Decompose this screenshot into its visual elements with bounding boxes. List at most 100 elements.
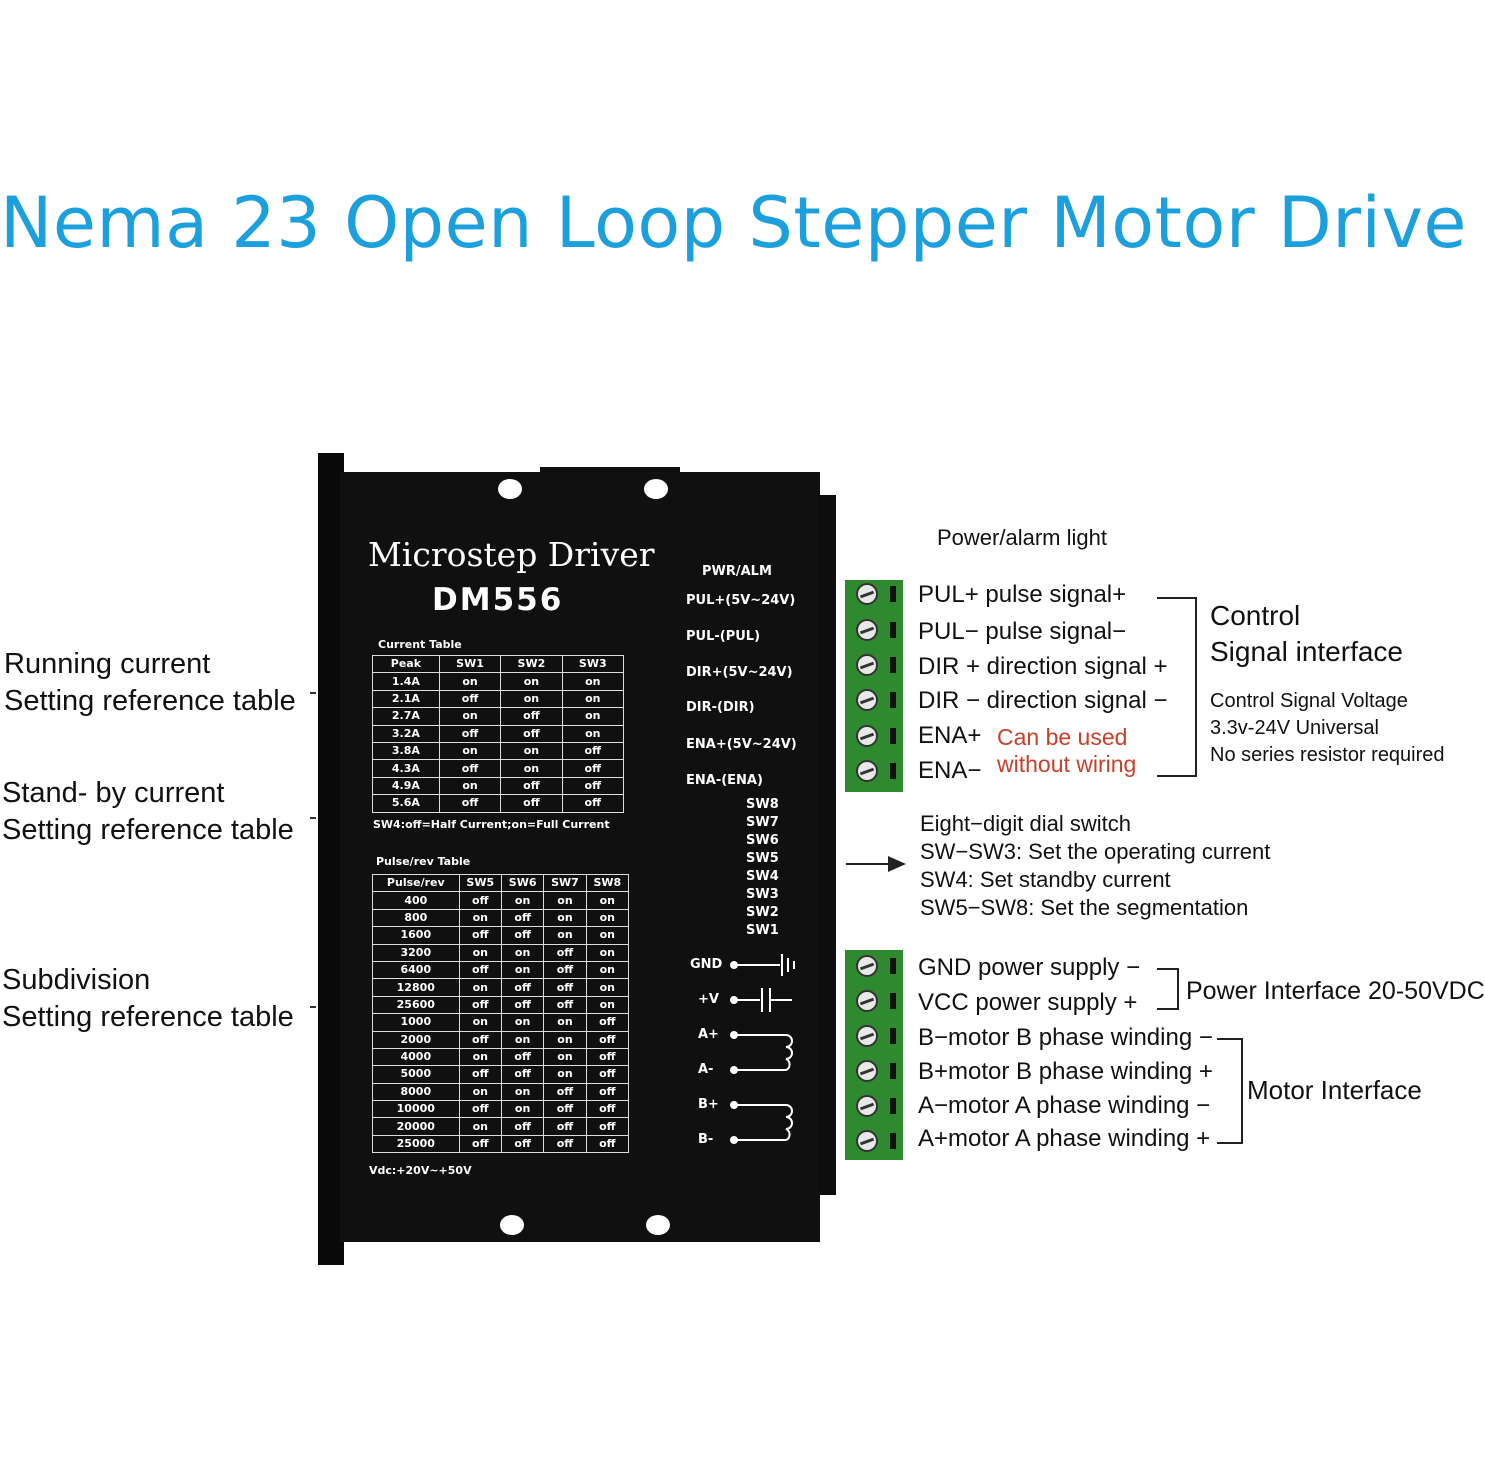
terminal-slot [890,622,896,638]
terminal-screw-icon [856,619,878,641]
table-cell: off [561,776,625,796]
table-cell: off [458,1100,502,1119]
table-cell: 5000 [372,1065,460,1084]
running-current-pointer [310,692,316,694]
ena-plus-label: ENA+ [918,722,982,749]
table-cell: 400 [372,891,460,910]
mount-hole-top-right [644,479,668,499]
table-cell: off [543,1100,587,1119]
table-cell: on [561,672,625,691]
table-cell: off [458,1030,502,1049]
table-cell: on [543,1065,587,1084]
switch-sw1: SW1 [746,923,779,938]
pin-pul-minus: PUL-(PUL) [686,629,761,644]
table-cell: on [500,1030,545,1049]
terminal-slot [890,728,896,744]
table-cell: on [585,908,630,928]
pin-a-minus: A- [698,1062,714,1077]
arrow-head [888,856,906,872]
table-cell: off [585,1013,630,1032]
table-cell: 1.4A [372,672,440,691]
table-cell: 1000 [372,1013,460,1032]
table-cell: on [543,891,587,910]
pulse_table-header: SW8 [585,873,630,893]
pul-minus-label: PUL− pulse signal− [918,618,1127,645]
mount-hole-bottom-right [646,1215,670,1235]
coil-b-icon [734,1104,793,1141]
terminal-slot [890,1098,896,1114]
table-cell: off [500,707,563,726]
power-motor-terminal-block [845,950,903,1160]
table-cell: off [543,1134,587,1154]
table-cell: on [500,1100,545,1119]
table-cell: off [585,1117,630,1136]
table-cell: off [500,995,545,1015]
pin-b-minus: B- [698,1132,714,1147]
table-cell: off [458,926,502,945]
table-cell: off [561,759,625,778]
table-cell: on [543,1047,587,1067]
pin-dir-minus: DIR-(DIR) [686,700,755,715]
model-label: DM556 [432,582,564,618]
terminal-screw-icon [856,955,878,977]
table-cell: on [585,943,630,962]
table-cell: on [500,1013,545,1032]
terminal-screw-icon [856,583,878,605]
pin-gnd: GND [690,957,723,972]
table-cell: on [458,1013,502,1032]
standby-current-pointer [310,817,316,819]
table-cell: off [458,1065,502,1084]
current_table-header: Peak [372,654,440,674]
table-cell: 3.8A [372,741,440,761]
table-cell: on [500,689,563,709]
table-cell: off [500,978,545,997]
terminal-screw-icon [856,1025,878,1047]
table-cell: off [458,960,502,980]
gnd-supply-label: GND power supply − [918,954,1141,981]
brand-label: Microstep Driver [368,535,655,574]
pul-plus-label: PUL+ pulse signal+ [918,581,1127,608]
terminal-slot [890,1063,896,1079]
table-cell: 1600 [372,926,460,945]
switch-sw2: SW2 [746,905,779,920]
table-cell: on [438,776,502,796]
pin-b-plus: B+ [698,1097,719,1112]
terminal-slot [890,1133,896,1149]
coil-a-icon [734,1034,793,1071]
pin-a-plus: A+ [698,1027,719,1042]
terminal-slot [890,1028,896,1044]
table-cell: on [561,707,625,726]
table-cell: on [585,926,630,945]
table-cell: off [438,724,502,743]
sw4-note: SW4:off=Half Current;on=Full Current [373,818,610,831]
pulse-table-title: Pulse/rev Table [376,855,471,868]
table-cell: off [543,1082,587,1102]
table-cell: off [561,741,625,761]
terminal-screw-icon [856,1095,878,1117]
table-cell: on [438,707,502,726]
table-cell: off [585,1082,630,1102]
motor-bracket [1217,1038,1243,1144]
table-cell: off [500,1065,545,1084]
terminal-slot [890,692,896,708]
ena-minus-label: ENA− [918,757,982,784]
table-cell: off [585,1100,630,1119]
control-terminal-block [845,580,903,792]
vcc-supply-label: VCC power supply + [918,989,1138,1016]
table-cell: on [458,908,502,928]
a-plus-label: A+motor A phase winding + [918,1125,1211,1152]
b-plus-label: B+motor B phase winding + [918,1058,1213,1085]
table-cell: on [585,960,630,980]
